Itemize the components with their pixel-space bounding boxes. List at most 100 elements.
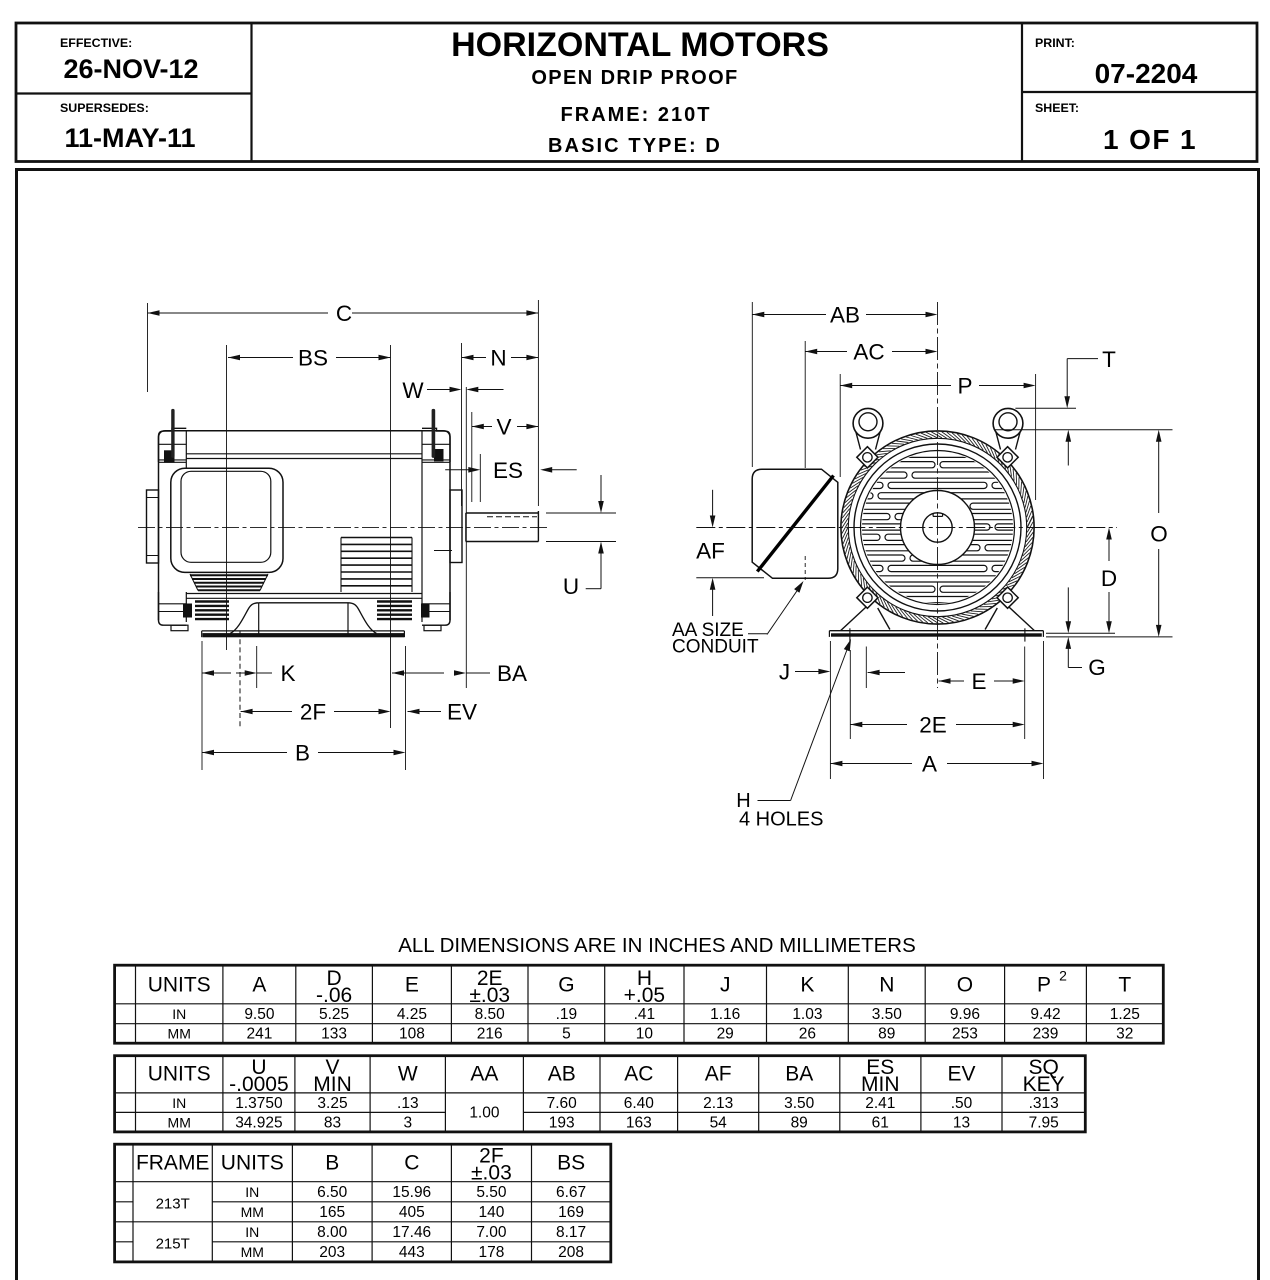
svg-text:FRAME: 210T: FRAME: 210T bbox=[561, 104, 712, 126]
svg-text:O: O bbox=[1150, 522, 1168, 547]
svg-text:BASIC TYPE: D: BASIC TYPE: D bbox=[548, 135, 722, 157]
svg-text:193: 193 bbox=[549, 1114, 575, 1131]
svg-text:89: 89 bbox=[878, 1026, 895, 1043]
svg-text:K: K bbox=[800, 974, 814, 997]
svg-text:AC: AC bbox=[624, 1063, 653, 1086]
svg-text:IN: IN bbox=[245, 1184, 259, 1200]
svg-text:E: E bbox=[405, 974, 419, 997]
svg-text:7.00: 7.00 bbox=[476, 1224, 507, 1241]
svg-text:216: 216 bbox=[477, 1026, 503, 1043]
svg-text:8.50: 8.50 bbox=[475, 1006, 506, 1023]
svg-text:AF: AF bbox=[705, 1063, 732, 1086]
svg-text:5.25: 5.25 bbox=[319, 1006, 349, 1023]
svg-text:140: 140 bbox=[478, 1204, 504, 1221]
svg-text:U: U bbox=[251, 1056, 266, 1079]
svg-text:9.96: 9.96 bbox=[950, 1006, 980, 1023]
svg-text:J: J bbox=[720, 974, 731, 997]
svg-text:7.60: 7.60 bbox=[547, 1095, 578, 1112]
svg-text:54: 54 bbox=[710, 1114, 728, 1131]
svg-text:133: 133 bbox=[321, 1026, 347, 1043]
svg-text:2.13: 2.13 bbox=[703, 1095, 733, 1112]
svg-text:A: A bbox=[922, 752, 937, 777]
svg-text:83: 83 bbox=[324, 1114, 341, 1131]
svg-text:15.96: 15.96 bbox=[392, 1184, 431, 1201]
svg-text:P: P bbox=[1037, 974, 1051, 997]
svg-text:241: 241 bbox=[246, 1026, 272, 1043]
svg-text:AC: AC bbox=[853, 340, 884, 365]
svg-text:61: 61 bbox=[872, 1114, 889, 1131]
svg-text:B: B bbox=[295, 741, 310, 766]
svg-text:9.50: 9.50 bbox=[244, 1006, 275, 1023]
svg-text:5: 5 bbox=[562, 1026, 571, 1043]
svg-text:1 OF 1: 1 OF 1 bbox=[1103, 124, 1197, 155]
svg-text:±.03: ±.03 bbox=[471, 1162, 512, 1185]
svg-text:D: D bbox=[327, 967, 342, 990]
svg-text:IN: IN bbox=[172, 1095, 186, 1111]
svg-text:1.16: 1.16 bbox=[710, 1006, 740, 1023]
svg-text:.19: .19 bbox=[556, 1006, 578, 1023]
svg-text:U: U bbox=[563, 574, 579, 599]
svg-text:SHEET:: SHEET: bbox=[1035, 101, 1079, 115]
svg-text:07-2204: 07-2204 bbox=[1095, 58, 1198, 89]
svg-text:C: C bbox=[404, 1152, 419, 1175]
svg-text:8.17: 8.17 bbox=[556, 1224, 586, 1241]
svg-text:KEY: KEY bbox=[1023, 1073, 1065, 1096]
svg-text:3.50: 3.50 bbox=[872, 1006, 903, 1023]
svg-text:405: 405 bbox=[399, 1204, 425, 1221]
svg-text:7.95: 7.95 bbox=[1029, 1114, 1059, 1131]
svg-text:K: K bbox=[280, 661, 295, 686]
svg-text:2E: 2E bbox=[477, 967, 503, 990]
svg-text:V: V bbox=[325, 1056, 339, 1079]
svg-text:8.00: 8.00 bbox=[317, 1224, 348, 1241]
svg-text:208: 208 bbox=[558, 1244, 584, 1261]
svg-text:E: E bbox=[971, 669, 986, 694]
svg-text:34.925: 34.925 bbox=[235, 1114, 282, 1131]
svg-text:26-NOV-12: 26-NOV-12 bbox=[63, 54, 198, 84]
svg-text:11-MAY-11: 11-MAY-11 bbox=[64, 123, 195, 153]
svg-text:HORIZONTAL MOTORS: HORIZONTAL MOTORS bbox=[451, 26, 829, 64]
svg-text:AA: AA bbox=[470, 1063, 498, 1086]
svg-text:BA: BA bbox=[785, 1063, 813, 1086]
svg-text:2F: 2F bbox=[300, 700, 326, 725]
svg-text:B: B bbox=[325, 1152, 339, 1175]
svg-text:C: C bbox=[336, 301, 352, 326]
svg-text:203: 203 bbox=[319, 1244, 345, 1261]
svg-text:CONDUIT: CONDUIT bbox=[672, 637, 759, 658]
svg-text:165: 165 bbox=[319, 1204, 345, 1221]
svg-text:6.67: 6.67 bbox=[556, 1184, 586, 1201]
svg-text:6.50: 6.50 bbox=[317, 1184, 348, 1201]
svg-text:443: 443 bbox=[399, 1244, 425, 1261]
svg-text:±.03: ±.03 bbox=[469, 984, 510, 1007]
svg-text:P: P bbox=[957, 374, 972, 399]
svg-text:UNITS: UNITS bbox=[148, 974, 211, 997]
svg-text:163: 163 bbox=[626, 1114, 652, 1131]
svg-text:3.25: 3.25 bbox=[317, 1095, 347, 1112]
svg-text:H: H bbox=[736, 790, 750, 812]
svg-text:29: 29 bbox=[717, 1026, 734, 1043]
svg-text:89: 89 bbox=[791, 1114, 808, 1131]
svg-text:.13: .13 bbox=[397, 1095, 419, 1112]
svg-text:EFFECTIVE:: EFFECTIVE: bbox=[60, 36, 132, 50]
svg-text:AF: AF bbox=[696, 539, 725, 564]
svg-text:4 HOLES: 4 HOLES bbox=[739, 809, 823, 831]
svg-text:239: 239 bbox=[1033, 1026, 1059, 1043]
svg-text:IN: IN bbox=[172, 1006, 186, 1022]
svg-text:6.40: 6.40 bbox=[624, 1095, 655, 1112]
svg-text:IN: IN bbox=[245, 1224, 259, 1240]
svg-text:9.42: 9.42 bbox=[1030, 1006, 1060, 1023]
svg-text:G: G bbox=[1088, 655, 1106, 680]
svg-text:SUPERSEDES:: SUPERSEDES: bbox=[60, 101, 149, 115]
svg-text:MM: MM bbox=[241, 1244, 264, 1260]
svg-text:N: N bbox=[490, 346, 506, 371]
svg-text:EV: EV bbox=[947, 1063, 975, 1086]
svg-text:2F: 2F bbox=[479, 1145, 504, 1168]
svg-text:BA: BA bbox=[497, 661, 527, 686]
svg-text:BS: BS bbox=[298, 346, 328, 371]
svg-text:T: T bbox=[1118, 974, 1131, 997]
svg-text:.313: .313 bbox=[1029, 1095, 1059, 1112]
svg-text:V: V bbox=[496, 415, 511, 440]
svg-text:AB: AB bbox=[830, 303, 860, 328]
svg-text:108: 108 bbox=[399, 1026, 425, 1043]
svg-text:213T: 213T bbox=[156, 1196, 190, 1213]
svg-text:MIN: MIN bbox=[313, 1073, 352, 1096]
